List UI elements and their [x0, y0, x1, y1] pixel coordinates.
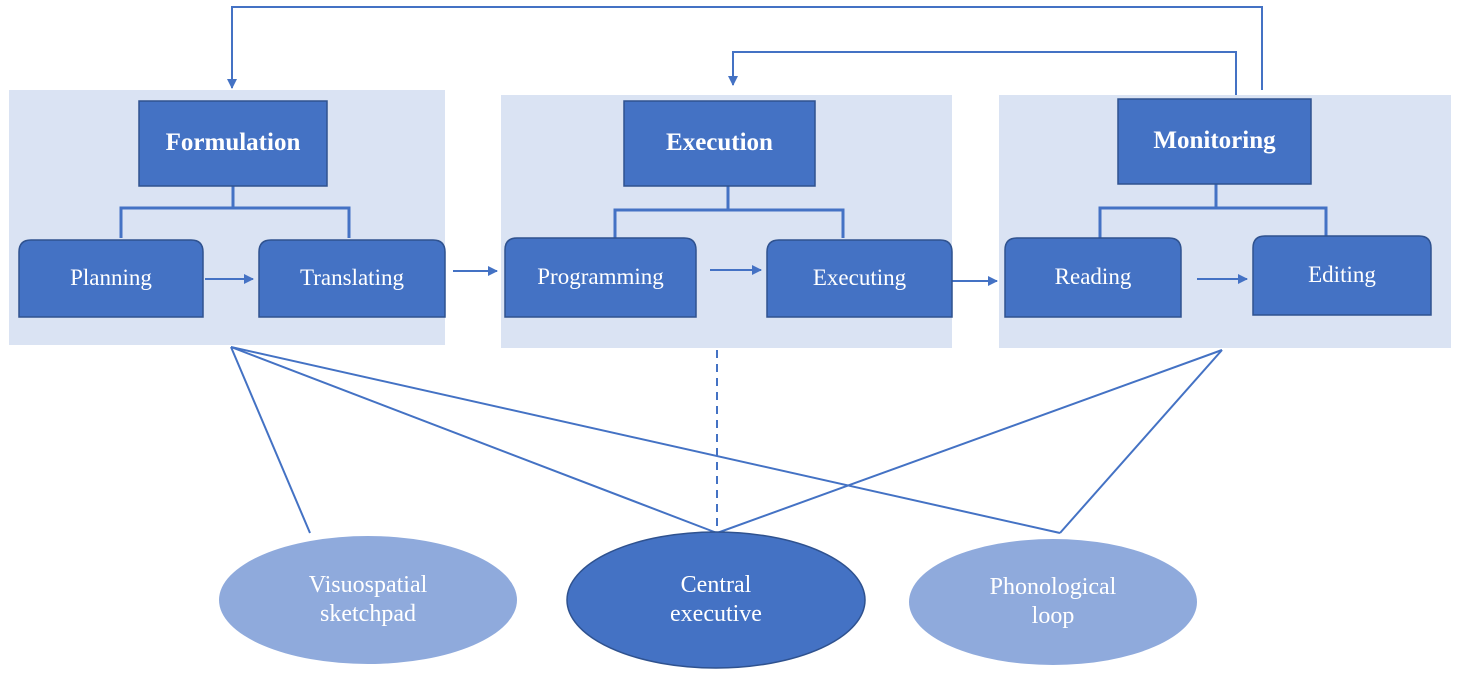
phonological-label: Phonological loop	[989, 573, 1117, 629]
box-translating	[258, 239, 446, 318]
link-monitoring-phonological	[1059, 349, 1223, 534]
feedback-arrow-monitoring-to-formulation	[227, 6, 1263, 90]
oval-phonological	[909, 539, 1197, 665]
box-editing	[1252, 235, 1432, 316]
visuospatial-label: Visuospatial sketchpad	[308, 571, 428, 627]
connector-execution	[613, 186, 845, 238]
oval-visuospatial	[219, 536, 517, 664]
box-executing	[766, 239, 953, 318]
connector-monitoring	[1098, 184, 1328, 238]
planning-label: Planning	[70, 265, 152, 291]
executing-label: Executing	[812, 265, 907, 291]
feedback-arrow-monitoring-to-execution	[728, 51, 1237, 95]
formulation-label: Formulation	[165, 129, 301, 157]
box-formulation	[138, 100, 328, 187]
link-formulation-visuospatial	[230, 346, 311, 534]
translating-label: Translating	[300, 265, 404, 291]
programming-label: Programming	[537, 264, 664, 290]
monitoring-label: Monitoring	[1153, 127, 1276, 155]
link-formulation-central	[230, 346, 718, 534]
central-executive-label: Central executive	[670, 571, 762, 627]
editing-label: Editing	[1308, 262, 1376, 288]
oval-central	[566, 531, 866, 669]
hierarchy-connectors	[119, 184, 1328, 238]
box-planning	[18, 239, 204, 318]
box-reading	[1004, 237, 1182, 318]
sequence-arrows	[205, 265, 1248, 286]
box-programming	[504, 237, 697, 318]
reading-label: Reading	[1054, 264, 1132, 290]
box-execution	[623, 100, 816, 187]
box-monitoring	[1117, 98, 1312, 185]
memory-links	[230, 346, 1223, 534]
link-monitoring-central	[716, 349, 1223, 534]
link-formulation-phonological	[230, 346, 1061, 534]
connector-formulation	[119, 186, 351, 238]
execution-label: Execution	[666, 129, 773, 157]
